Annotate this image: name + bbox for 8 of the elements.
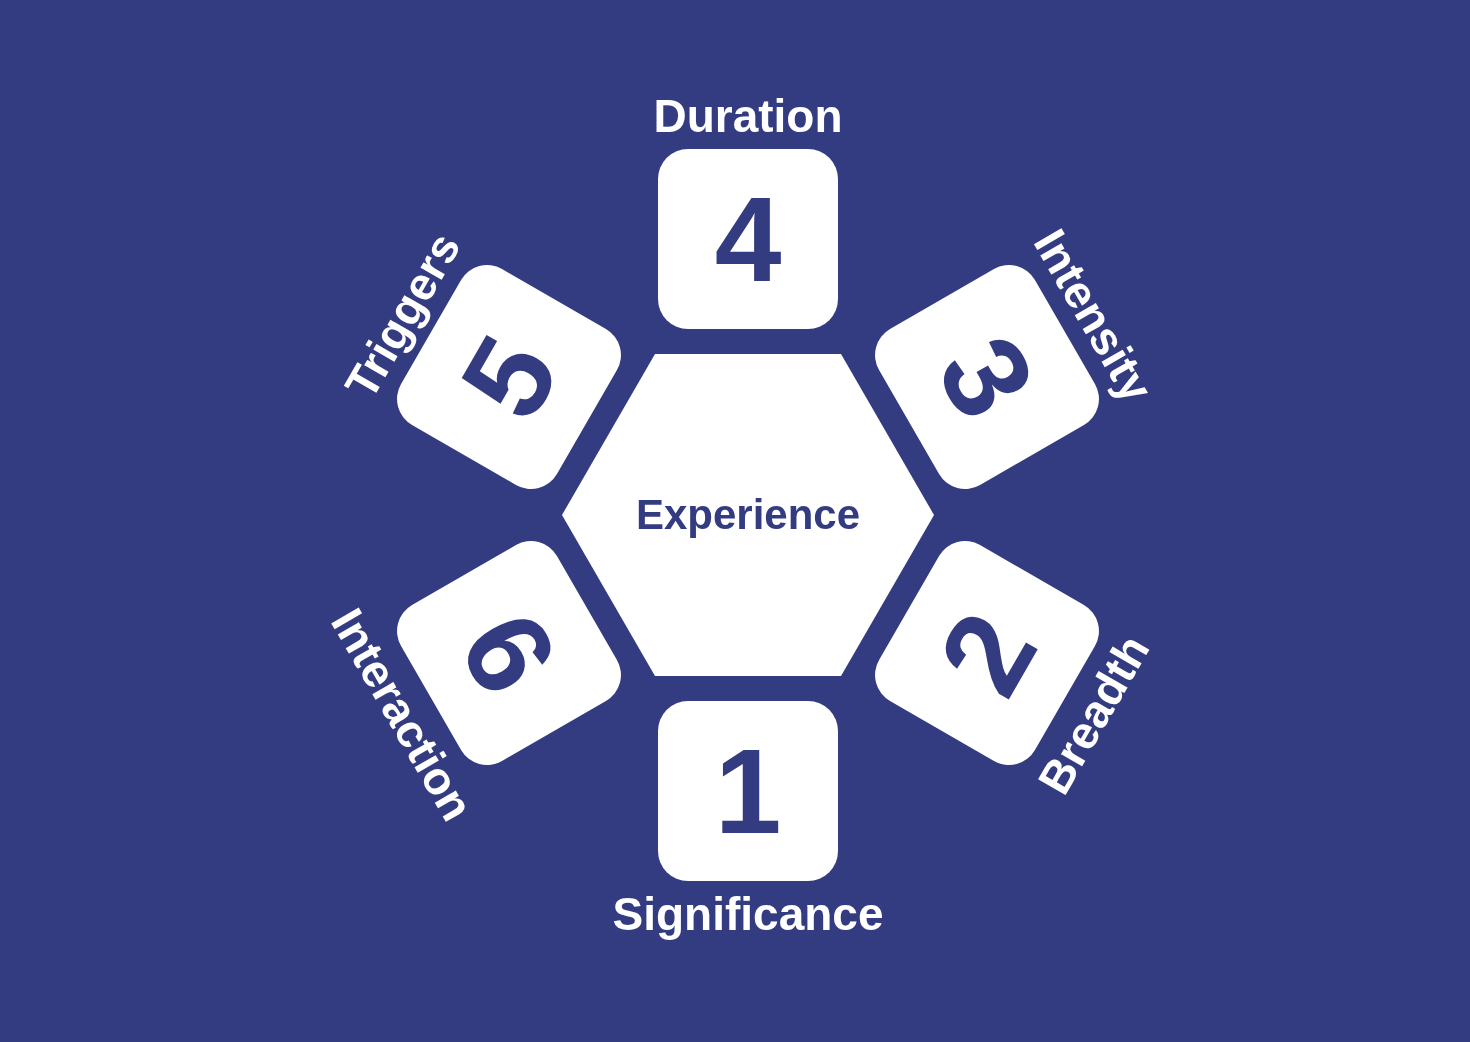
tile-number: 3 [918,318,1056,436]
tile-number: 2 [918,594,1056,712]
tile-number: 4 [714,179,782,299]
tile-number: 6 [440,594,578,712]
tile-number: 1 [714,731,782,851]
tile-number: 5 [440,318,578,436]
center-label: Experience [635,494,861,536]
dimension-label: Duration [653,93,843,139]
